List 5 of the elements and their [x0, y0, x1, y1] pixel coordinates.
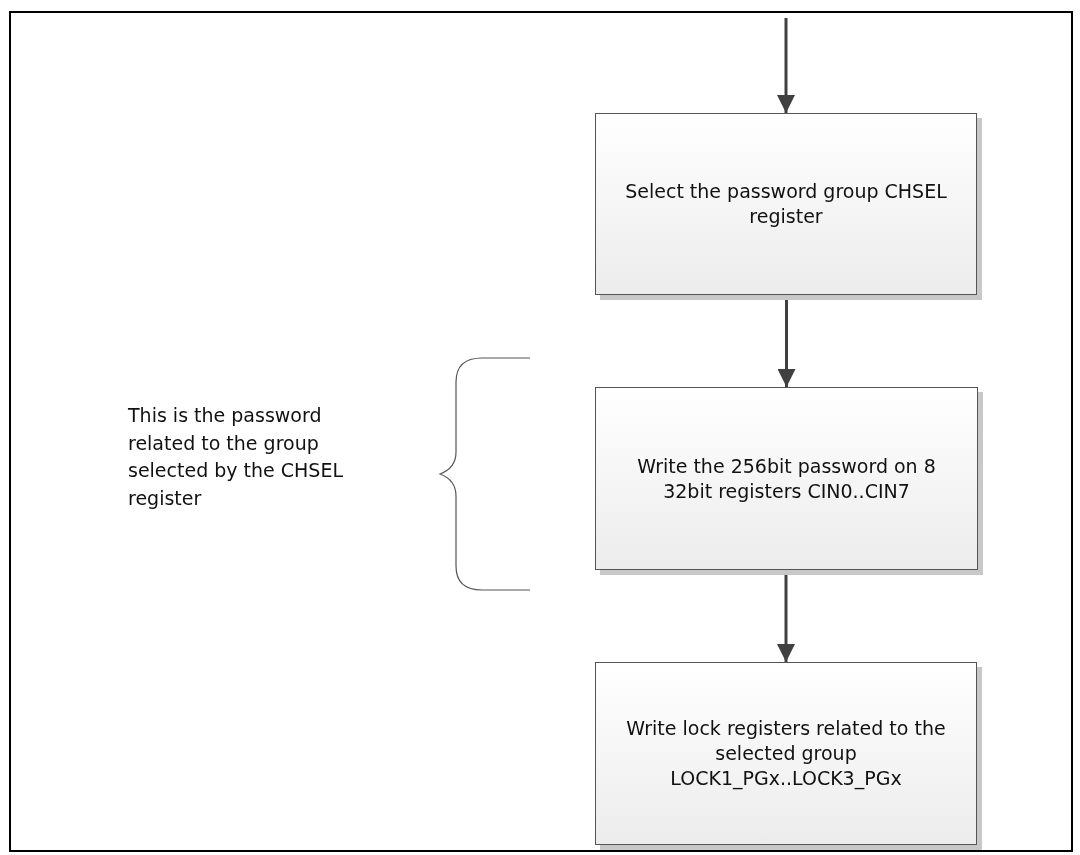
step-text: Select the password group CHSEL register [624, 179, 948, 229]
arrow [777, 18, 795, 113]
step-text: Write the 256bit password on 8 32bit registers CIN0..CIN7 [636, 453, 937, 504]
step-text: Write lock registers related to the selected group LOCK1_PGx..LOCK3_PGx [625, 716, 947, 791]
annotation-text: This is the password related to the group selected by the CHSEL register [128, 403, 344, 511]
